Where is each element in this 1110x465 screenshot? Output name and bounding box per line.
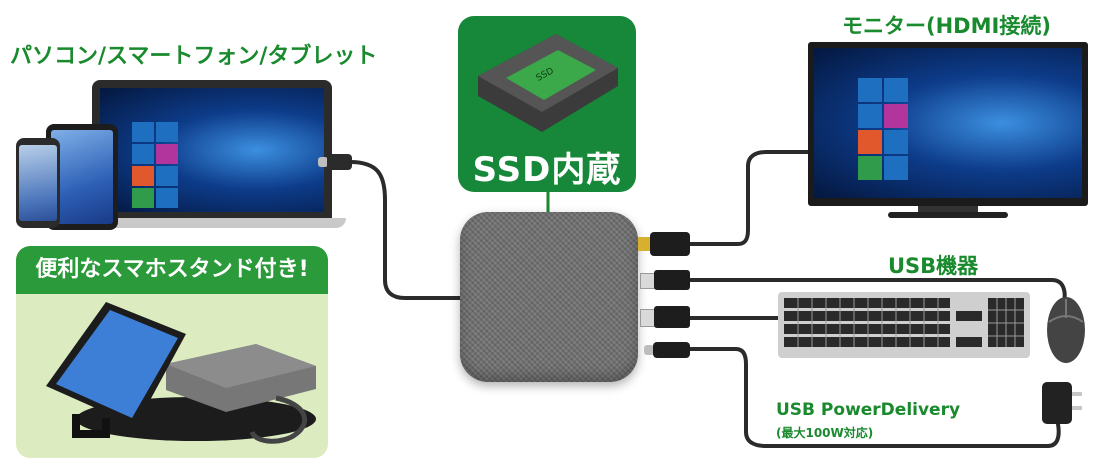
usbc-pd-cable (686, 347, 1061, 448)
hdmi-plug-icon (638, 232, 690, 256)
usbc-plug-icon (644, 342, 690, 358)
phone-stand-icon (46, 302, 316, 444)
laptop-icon (78, 80, 346, 232)
devices-label: パソコン/スマートフォン/タブレット (10, 44, 378, 69)
power-delivery-label: USB PowerDelivery (776, 400, 961, 420)
keyboard-icon (778, 292, 1030, 358)
smartphone-icon (16, 138, 60, 228)
mouse-icon (1047, 297, 1085, 363)
usb-hub-icon (460, 212, 638, 382)
hdmi-monitor-cable (686, 150, 822, 246)
usbc-plug-icon (318, 154, 352, 170)
phone-stand-panel: 便利なスマホスタンド付き! (16, 246, 328, 458)
stand-header: 便利なスマホスタンド付き! (16, 246, 328, 294)
ssd-badge-text: SSD内蔵 (472, 150, 622, 190)
power-delivery-note: (最大100W対応) (776, 426, 874, 440)
ssd-badge: SSD SSD内蔵 (458, 16, 636, 192)
usb-devices-label: USB機器 (888, 254, 979, 278)
ssd-icon (478, 34, 618, 132)
power-adapter-icon (1042, 382, 1082, 424)
monitor-label: モニター(HDMI接続) (842, 14, 1051, 38)
usbc-laptop-cable (348, 160, 464, 300)
usb-a-plug-icon (640, 306, 690, 328)
monitor-icon (808, 42, 1088, 220)
usb-a-plug-icon (640, 270, 690, 290)
